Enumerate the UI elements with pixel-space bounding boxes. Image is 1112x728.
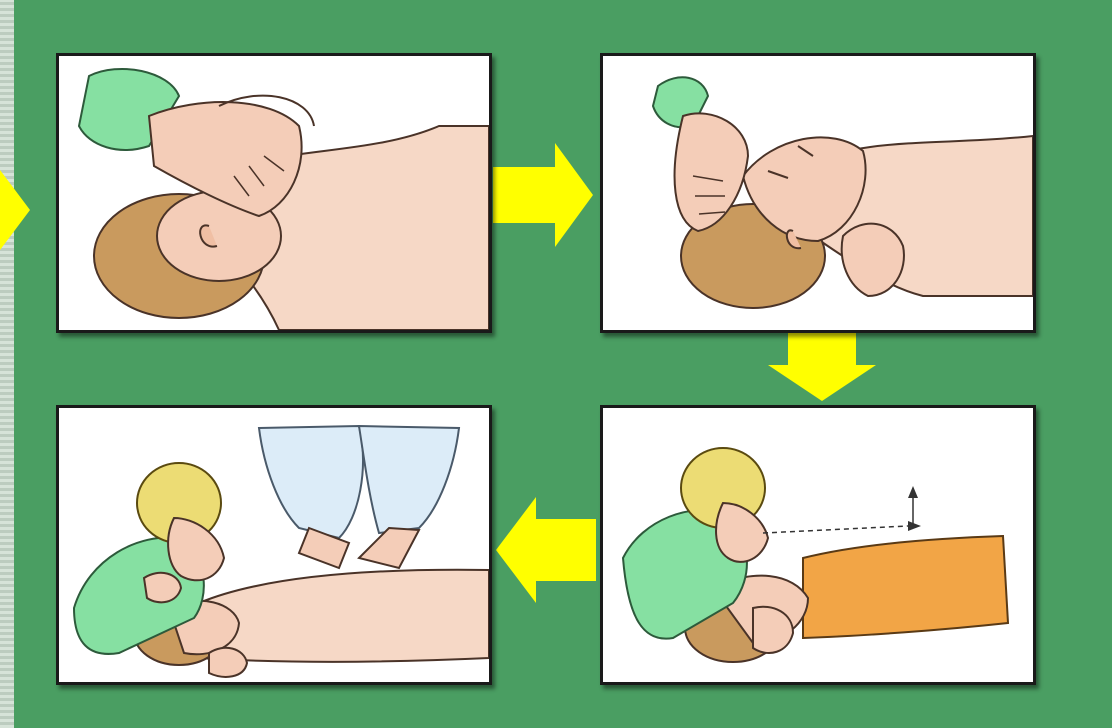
panel-step-3 [600, 405, 1036, 685]
left-edge-stripe [0, 0, 14, 728]
look-listen-feel-breathing-icon [603, 408, 1033, 682]
arrow-right [491, 143, 595, 247]
head-tilt-chin-lift-icon [59, 56, 489, 330]
arrow-right-entry [0, 170, 30, 250]
panel-step-4 [56, 405, 492, 685]
panel-step-2 [600, 53, 1036, 333]
jaw-thrust-icon [603, 56, 1033, 330]
arrow-left [494, 497, 598, 603]
panel-step-1 [56, 53, 492, 333]
rescue-breaths-chest-compressions-icon [59, 408, 489, 682]
arrow-down [768, 333, 876, 401]
